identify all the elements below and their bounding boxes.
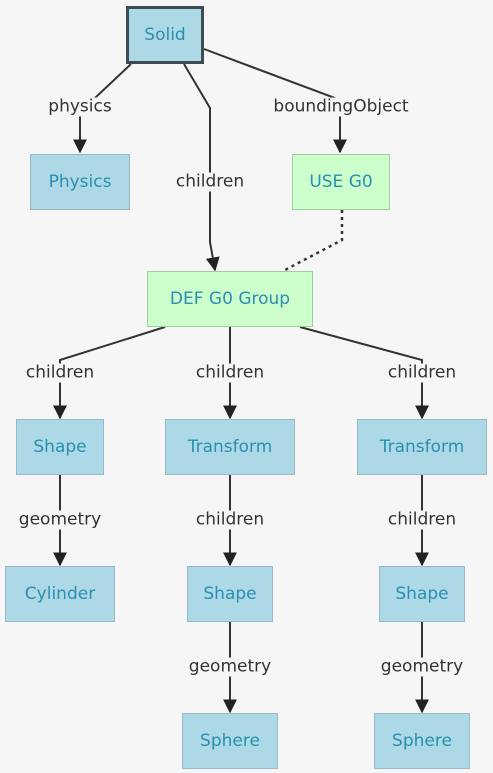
node-shape-2[interactable]: Shape — [187, 566, 273, 622]
edge-label-children-group-3: children — [385, 362, 459, 383]
edge-solid-children — [183, 63, 220, 272]
edge-label-children-transform1: children — [193, 509, 267, 530]
edge-label-physics: physics — [46, 96, 114, 117]
edge-label-bounding-object: boundingObject — [271, 96, 411, 117]
node-transform-1[interactable]: Transform — [165, 419, 295, 475]
edge-label-geometry-shape3: geometry — [378, 656, 466, 677]
node-sphere-2[interactable]: Sphere — [374, 713, 470, 769]
edge-label-children-group-1: children — [23, 362, 97, 383]
node-sphere-1[interactable]: Sphere — [182, 713, 278, 769]
edge-use-def-dotted — [284, 210, 344, 272]
node-physics[interactable]: Physics — [30, 154, 130, 210]
node-def-g0-group[interactable]: DEF G0 Group — [147, 271, 313, 327]
node-solid[interactable]: Solid — [126, 6, 204, 64]
node-cylinder[interactable]: Cylinder — [5, 566, 115, 622]
edge-label-geometry-shape1: geometry — [16, 509, 104, 530]
node-use-g0[interactable]: USE G0 — [292, 154, 390, 210]
node-shape-1[interactable]: Shape — [16, 419, 104, 475]
edge-label-children-solid: children — [173, 171, 247, 192]
node-transform-2[interactable]: Transform — [357, 419, 487, 475]
edge-label-children-transform2: children — [385, 509, 459, 530]
edge-label-children-group-2: children — [193, 362, 267, 383]
edge-label-geometry-shape2: geometry — [186, 656, 274, 677]
edge-group-shape1 — [53, 326, 166, 420]
node-shape-3[interactable]: Shape — [379, 566, 465, 622]
edge-group-transform2 — [299, 326, 429, 420]
